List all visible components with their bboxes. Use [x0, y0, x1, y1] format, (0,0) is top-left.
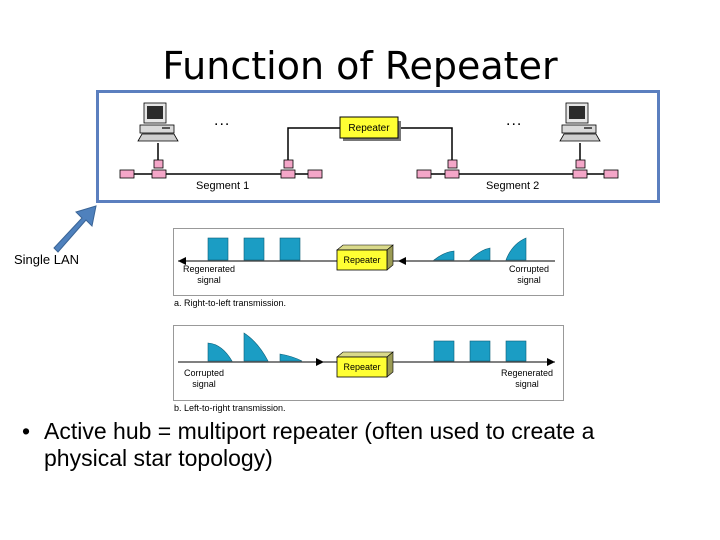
computer-icon: [559, 102, 601, 142]
computer-icon: [137, 102, 179, 142]
ellipsis-right: ...: [506, 112, 523, 129]
label-line: Corrupted: [183, 368, 225, 378]
tap: [283, 159, 294, 169]
segment-2-label: Segment 2: [486, 180, 540, 192]
regenerated-pulse: [207, 237, 229, 261]
panel-b-caption: b. Left-to-right transmission.: [174, 403, 286, 413]
bullet-point: • Active hub = multiport repeater (often…: [22, 418, 674, 472]
regenerated-pulse: [433, 340, 455, 362]
tap: [444, 169, 460, 179]
panel-a-right-label: Corrupted signal: [498, 264, 560, 286]
corrupted-pulse: [207, 342, 233, 362]
panel-a-left-label: Regenerated signal: [176, 264, 242, 286]
terminator: [119, 169, 135, 179]
repeater-box: [336, 249, 388, 271]
corrupted-pulse: [505, 237, 527, 261]
panel-a-caption: a. Right-to-left transmission.: [174, 298, 287, 308]
arrow-left-icon: [178, 257, 186, 265]
arrow-right-icon: [547, 358, 555, 366]
label-line: signal: [517, 275, 541, 285]
regenerated-pulse: [505, 340, 527, 362]
corrupted-pulse: [279, 353, 303, 362]
tap: [572, 169, 588, 179]
repeater-box: [339, 116, 399, 139]
repeater-box-3d: [336, 351, 394, 358]
panel-right-to-left: [173, 228, 564, 296]
tap: [447, 159, 458, 169]
regenerated-pulse: [279, 237, 301, 261]
label-line: Regenerated: [182, 264, 236, 274]
lan-diagram-frame: [96, 90, 660, 203]
panel-b-right-label: Regenerated signal: [494, 368, 560, 390]
panel-a-diagram: [178, 237, 555, 271]
repeater-link: [287, 127, 340, 168]
terminator: [307, 169, 323, 179]
label-line: signal: [192, 379, 216, 389]
label-line: signal: [515, 379, 539, 389]
tap-connectors: [119, 159, 619, 179]
regenerated-pulse: [469, 340, 491, 362]
tap: [151, 169, 167, 179]
label-line: Regenerated: [500, 368, 554, 378]
terminator: [416, 169, 432, 179]
tap: [153, 159, 164, 169]
corrupted-pulse: [243, 332, 269, 362]
repeater-box: [336, 356, 388, 378]
slide-title: Function of Repeater: [162, 44, 558, 88]
label-line: Corrupted: [508, 264, 550, 274]
panel-a-repeater-label: Repeater: [343, 255, 381, 265]
regenerated-pulse: [243, 237, 265, 261]
label-line: signal: [197, 275, 221, 285]
repeater-label: Repeater: [348, 123, 390, 134]
bullet-dot-icon: •: [22, 418, 31, 444]
corrupted-pulse: [469, 247, 491, 261]
corrupted-pulse: [433, 250, 455, 261]
tap: [575, 159, 586, 169]
panel-b-repeater-label: Repeater: [343, 362, 381, 372]
panel-b-left-label: Corrupted signal: [176, 368, 232, 390]
segment-1-label: Segment 1: [196, 180, 250, 192]
arrow-right-icon: [316, 358, 324, 366]
arrow-left-icon: [398, 257, 406, 265]
single-lan-label: Single LAN: [14, 252, 80, 267]
panel-b-diagram: [178, 332, 555, 378]
pointer-arrow-icon: [53, 205, 97, 253]
ellipsis-left: ...: [214, 112, 231, 129]
lan-diagram: Repeater: [119, 102, 619, 179]
terminator: [603, 169, 619, 179]
bullet-text: Active hub = multiport repeater (often u…: [44, 418, 595, 471]
repeater-link: [398, 127, 453, 168]
tap: [280, 169, 296, 179]
